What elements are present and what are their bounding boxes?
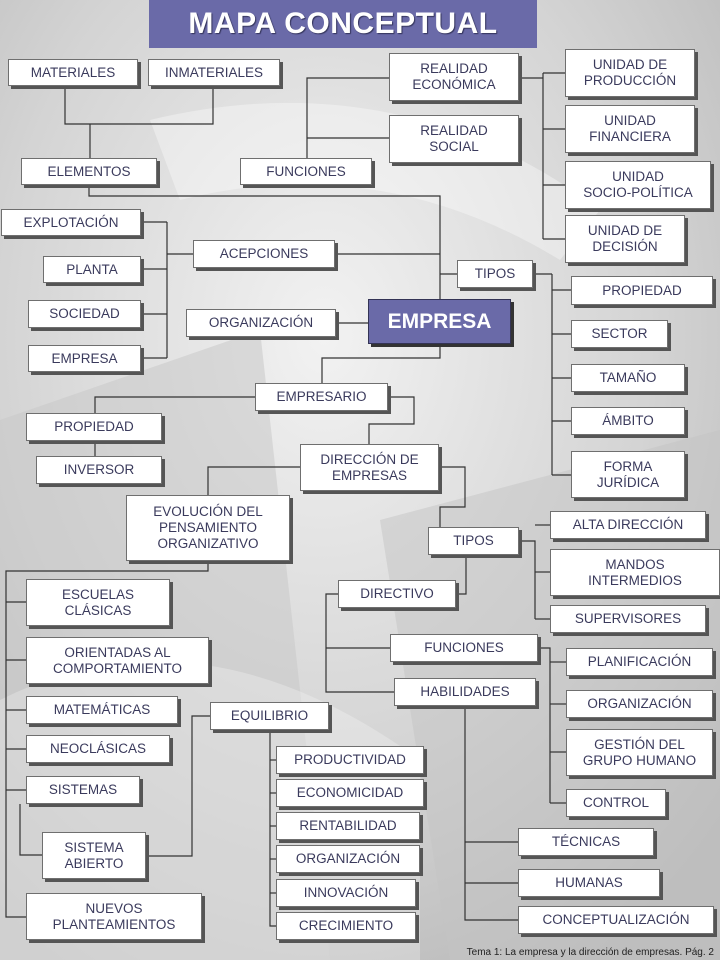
node-sistemas: SISTEMAS — [26, 776, 140, 804]
node-conceptualizacion: CONCEPTUALIZACIÓN — [518, 906, 714, 934]
node-realidad-social: REALIDAD SOCIAL — [389, 115, 519, 163]
node-planificacion: PLANIFICACIÓN — [566, 648, 713, 676]
node-productividad: PRODUCTIVIDAD — [276, 746, 424, 774]
page-title: MAPA CONCEPTUAL — [149, 0, 537, 48]
node-unidad-decision: UNIDAD DE DECISIÓN — [565, 215, 685, 263]
node-sociedad: SOCIEDAD — [28, 300, 141, 328]
node-neoclasicas: NEOCLÁSICAS — [26, 735, 170, 763]
node-direccion-empresas: DIRECCIÓN DE EMPRESAS — [300, 444, 439, 491]
node-economicidad: ECONOMICIDAD — [276, 779, 424, 807]
node-unidad-produccion: UNIDAD DE PRODUCCIÓN — [565, 49, 695, 97]
node-supervisores: SUPERVISORES — [550, 605, 706, 633]
node-humanas: HUMANAS — [518, 869, 660, 897]
node-sistema-abierto: SISTEMA ABIERTO — [42, 832, 146, 879]
node-escuelas-clasicas: ESCUELAS CLÁSICAS — [26, 579, 170, 626]
node-inversor: INVERSOR — [36, 456, 162, 484]
node-mandos-intermedios: MANDOS INTERMEDIOS — [550, 549, 720, 596]
node-forma-juridica: FORMA JURÍDICA — [571, 451, 685, 498]
node-organizacion-left: ORGANIZACIÓN — [186, 309, 336, 337]
node-ambito: ÁMBITO — [571, 407, 685, 435]
node-orientadas: ORIENTADAS AL COMPORTAMIENTO — [26, 637, 209, 684]
node-organizacion-bottom: ORGANIZACIÓN — [276, 845, 420, 873]
node-organizacion-right: ORGANIZACIÓN — [566, 690, 713, 718]
node-empresario: EMPRESARIO — [255, 383, 388, 411]
node-empresa-small: EMPRESA — [28, 345, 141, 372]
node-habilidades: HABILIDADES — [394, 678, 536, 706]
node-innovacion: INNOVACIÓN — [276, 879, 416, 907]
node-control: CONTROL — [566, 789, 666, 817]
node-alta-direccion: ALTA DIRECCIÓN — [550, 511, 706, 539]
node-planta: PLANTA — [43, 256, 141, 283]
node-empresa-main: EMPRESA — [368, 299, 511, 344]
node-acepciones: ACEPCIONES — [193, 240, 335, 268]
node-tipos-bottom: TIPOS — [428, 527, 519, 555]
node-funciones-bottom: FUNCIONES — [390, 634, 538, 662]
node-tipos-top: TIPOS — [457, 260, 533, 288]
node-gestion-grupo: GESTIÓN DEL GRUPO HUMANO — [566, 729, 713, 776]
node-rentabilidad: RENTABILIDAD — [276, 812, 420, 840]
node-materiales: MATERIALES — [8, 59, 138, 86]
node-explotacion: EXPLOTACIÓN — [1, 209, 141, 236]
page-footer: Tema 1: La empresa y la dirección de emp… — [466, 947, 714, 958]
node-propiedad-left: PROPIEDAD — [26, 413, 162, 441]
node-matematicas: MATEMÁTICAS — [26, 696, 178, 724]
node-unidad-sociopolitica: UNIDAD SOCIO-POLÍTICA — [565, 161, 711, 209]
node-propiedad-right: PROPIEDAD — [571, 276, 713, 305]
node-crecimiento: CRECIMIENTO — [276, 912, 416, 940]
node-elementos: ELEMENTOS — [21, 158, 157, 185]
node-funciones-top: FUNCIONES — [240, 158, 372, 185]
node-nuevos-planteamientos: NUEVOS PLANTEAMIENTOS — [26, 893, 202, 940]
node-inmateriales: INMATERIALES — [148, 59, 280, 86]
node-directivo: DIRECTIVO — [338, 580, 456, 608]
node-equilibrio: EQUILIBRIO — [210, 702, 329, 730]
node-evolucion: EVOLUCIÓN DEL PENSAMIENTO ORGANIZATIVO — [126, 495, 290, 561]
node-tecnicas: TÉCNICAS — [518, 828, 654, 856]
node-tamano: TAMAÑO — [571, 364, 685, 392]
node-sector: SECTOR — [571, 320, 668, 348]
node-realidad-economica: REALIDAD ECONÓMICA — [389, 53, 519, 101]
node-unidad-financiera: UNIDAD FINANCIERA — [565, 105, 695, 153]
